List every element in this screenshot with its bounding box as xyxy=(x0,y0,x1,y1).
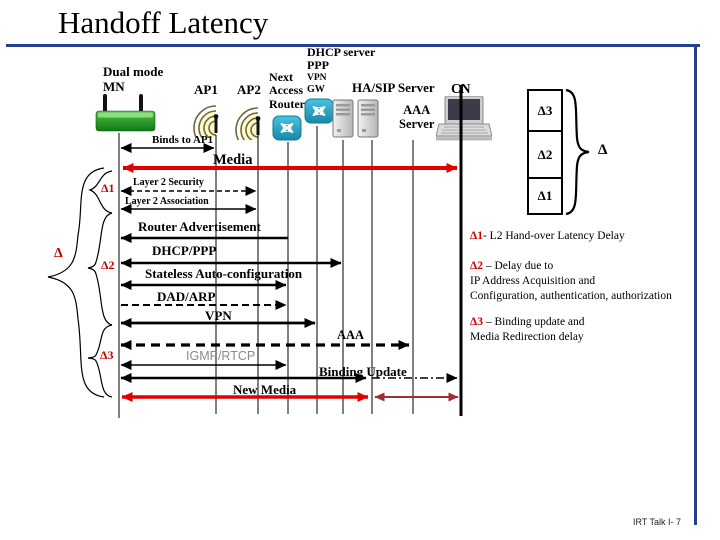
delta2-label: Δ2 xyxy=(101,258,115,272)
entity-next-access-router-label: Next Access Router xyxy=(269,70,305,111)
message-stateless-autoconfig: Stateless Auto-configuration xyxy=(145,266,303,281)
entity-ap1-label: AP1 xyxy=(194,82,218,97)
server-tower-icon xyxy=(332,99,354,138)
message-binding-update: Binding Update xyxy=(319,364,407,379)
message-router-advertisement: Router Advertisement xyxy=(138,219,261,234)
delta1-label: Δ1 xyxy=(101,181,115,195)
legend-box-delta1: Δ1 xyxy=(527,177,563,215)
antenna-waves-icon xyxy=(193,105,219,138)
message-layer2-association: Layer 2 Association xyxy=(125,196,209,207)
entity-ha-sip-label: HA/SIP Server xyxy=(352,80,435,95)
antenna-waves-icon xyxy=(235,107,261,140)
server-tower-icon xyxy=(357,99,379,138)
wireless-device-icon xyxy=(95,94,156,132)
message-dhcp-ppp: DHCP/PPP xyxy=(152,243,217,258)
entity-aaa-server-label: AAA Server xyxy=(399,103,435,131)
message-vpn: VPN xyxy=(205,308,232,323)
brace-legend xyxy=(565,88,590,216)
frame-top-rule xyxy=(6,44,700,47)
legend-brace-label: Δ xyxy=(598,142,608,158)
entity-gateway-label: DHCP server PPP VPN GW xyxy=(307,45,376,95)
delta-total-label: Δ xyxy=(54,246,63,261)
slide-footer: IRT Talk I- 7 xyxy=(633,517,682,527)
message-layer2-security: Layer 2 Security xyxy=(133,177,204,188)
message-media: Media xyxy=(213,152,253,168)
entity-mn-label: Dual mode MN xyxy=(103,64,164,94)
delta3-label: Δ3 xyxy=(100,348,114,362)
laptop-icon xyxy=(436,96,492,141)
page-title: Handoff Latency xyxy=(58,5,269,40)
frame-right-rule xyxy=(694,44,697,525)
message-aaa: AAA xyxy=(337,328,365,342)
router-icon xyxy=(304,98,334,124)
legend-box-delta3: Δ3 xyxy=(527,89,563,132)
message-binds-to-ap1: Binds to AP1 xyxy=(152,134,214,146)
entity-ap2-label: AP2 xyxy=(237,82,261,97)
router-icon xyxy=(272,115,302,141)
brace-delta-total xyxy=(47,167,105,398)
note-delta2: Δ2 – Delay due to IP Address Acquisition… xyxy=(470,260,672,302)
entity-cn-label: CN xyxy=(451,81,471,96)
message-igmp-rtcp: IGMP/RTCP xyxy=(186,349,256,363)
message-dad-arp: DAD/ARP xyxy=(157,289,216,304)
note-delta1: Δ1- L2 Hand-over Latency Delay xyxy=(470,230,625,242)
message-new-media: New Media xyxy=(233,382,297,397)
legend-box-delta2: Δ2 xyxy=(527,130,563,179)
note-delta3: Δ3 – Binding update and Media Redirectio… xyxy=(470,316,585,343)
